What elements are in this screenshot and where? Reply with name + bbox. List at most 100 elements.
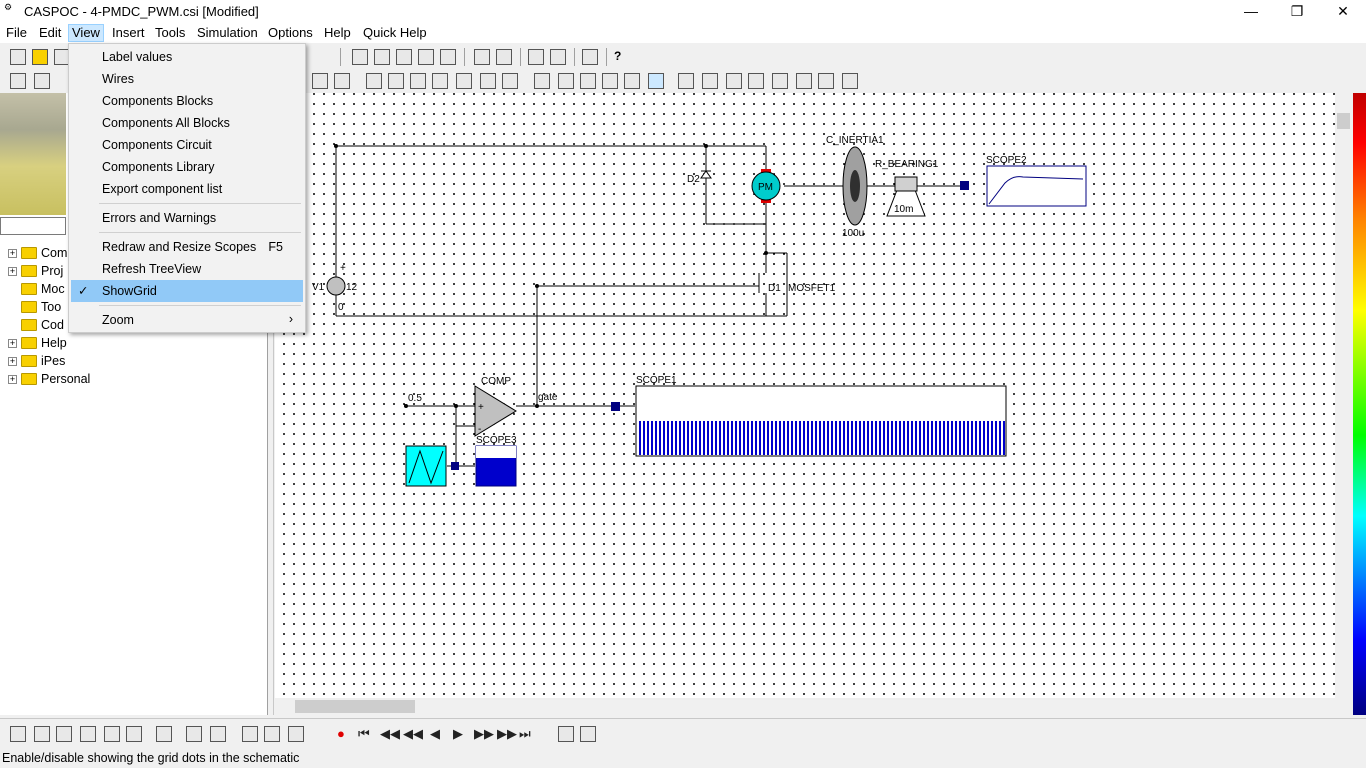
- scroll-thumb[interactable]: [1337, 113, 1350, 129]
- expand-icon[interactable]: +: [8, 247, 17, 258]
- play-icon[interactable]: ▶: [453, 726, 463, 741]
- arrow-icon[interactable]: [474, 49, 490, 65]
- expand-icon[interactable]: +: [8, 265, 17, 276]
- draw-icon[interactable]: [602, 73, 618, 89]
- menu-item-components-library[interactable]: Components Library: [71, 156, 303, 178]
- help-question-icon[interactable]: ?: [614, 49, 622, 63]
- panel-splitter[interactable]: [268, 93, 274, 715]
- tree-item[interactable]: Moc: [21, 280, 65, 298]
- network2-icon[interactable]: [210, 726, 226, 742]
- probe-icon[interactable]: [312, 73, 328, 89]
- table-icon[interactable]: [842, 73, 858, 89]
- menu-quick-help[interactable]: Quick Help: [363, 25, 427, 40]
- refresh-g-icon[interactable]: [156, 726, 172, 742]
- menu-item-zoom[interactable]: Zoom›: [71, 309, 303, 331]
- last-icon[interactable]: ⏭: [519, 726, 531, 741]
- expand-icon[interactable]: +: [8, 337, 17, 348]
- menu-item-components-blocks[interactable]: Components Blocks: [71, 90, 303, 112]
- abc-check-icon[interactable]: [288, 726, 304, 742]
- tree-item[interactable]: +Personal: [8, 370, 90, 388]
- node-icon[interactable]: [388, 73, 404, 89]
- list-tree-icon[interactable]: [418, 49, 434, 65]
- menu-help[interactable]: Help: [324, 25, 351, 40]
- grid-icon[interactable]: [558, 73, 574, 89]
- rewind-icon[interactable]: ◀◀: [380, 726, 400, 741]
- menu-item-components-all-blocks[interactable]: Components All Blocks: [71, 112, 303, 134]
- counter-icon[interactable]: [56, 726, 72, 742]
- horizontal-scrollbar[interactable]: [275, 698, 1335, 715]
- first-icon[interactable]: ⏮: [358, 726, 370, 741]
- menu-edit[interactable]: Edit: [39, 25, 62, 40]
- chip-icon[interactable]: [104, 726, 120, 742]
- ic-icon[interactable]: [496, 49, 512, 65]
- menu-item-showgrid[interactable]: ✓ShowGrid: [71, 280, 303, 302]
- menu-item-refresh-treeview[interactable]: Refresh TreeView: [71, 258, 303, 280]
- photo-icon[interactable]: [264, 726, 280, 742]
- menu-item-components-circuit[interactable]: Components Circuit: [71, 134, 303, 156]
- hand-icon[interactable]: [352, 49, 368, 65]
- chip3-icon[interactable]: [818, 73, 834, 89]
- menu-options[interactable]: Options: [268, 25, 313, 40]
- expand-icon[interactable]: +: [8, 373, 17, 384]
- chip-icon[interactable]: [772, 73, 788, 89]
- tree-item[interactable]: +iPes: [8, 352, 65, 370]
- fast-forward-icon[interactable]: ▶▶: [474, 726, 494, 741]
- plot-icon[interactable]: [374, 49, 390, 65]
- copy-windows-icon[interactable]: [580, 726, 596, 742]
- cross-icon[interactable]: [534, 73, 550, 89]
- target-icon[interactable]: [678, 73, 694, 89]
- label-abc-icon[interactable]: [334, 73, 350, 89]
- menu-file[interactable]: File: [6, 25, 27, 40]
- tree-item[interactable]: +Help: [8, 334, 67, 352]
- menu-item-export-component-list[interactable]: Export component list: [71, 178, 303, 200]
- tree-item[interactable]: Cod: [21, 316, 64, 334]
- number-123-icon[interactable]: [480, 73, 496, 89]
- tree-item[interactable]: Too: [21, 298, 61, 316]
- report-icon[interactable]: [34, 726, 50, 742]
- expand-icon[interactable]: +: [8, 355, 17, 366]
- menu-simulation[interactable]: Simulation: [197, 25, 258, 40]
- download-icon[interactable]: [126, 726, 142, 742]
- grid-view-icon[interactable]: [80, 726, 96, 742]
- align-icon[interactable]: [748, 73, 764, 89]
- wire-icon[interactable]: [432, 73, 448, 89]
- new-file-icon[interactable]: [10, 49, 26, 65]
- component-icon[interactable]: [366, 73, 382, 89]
- tool-icon[interactable]: [502, 73, 518, 89]
- network-icon[interactable]: [582, 49, 598, 65]
- schematic-canvas[interactable]: V1 12 + 0 D2 PM C_INERTIA1 100u R_BEARIN…: [275, 93, 1335, 698]
- zoom-100-icon[interactable]: [10, 73, 26, 89]
- copy-icon[interactable]: [726, 73, 742, 89]
- chart-icon[interactable]: [10, 726, 26, 742]
- network-icon[interactable]: [186, 726, 202, 742]
- build-icon[interactable]: [528, 49, 544, 65]
- tree-item[interactable]: +Proj: [8, 262, 63, 280]
- scroll-thumb[interactable]: [295, 700, 415, 713]
- record-icon[interactable]: ●: [337, 726, 345, 741]
- search-input[interactable]: [0, 217, 66, 235]
- maximize-button[interactable]: ❐: [1290, 3, 1304, 19]
- back-icon[interactable]: ◀◀: [403, 726, 423, 741]
- arrow-right-icon[interactable]: [410, 73, 426, 89]
- windows-icon[interactable]: [558, 726, 574, 742]
- bars-icon[interactable]: [624, 73, 640, 89]
- menu-item-errors-warnings[interactable]: Errors and Warnings: [71, 207, 303, 229]
- block-icon[interactable]: [456, 73, 472, 89]
- vertical-scrollbar[interactable]: [1335, 93, 1352, 698]
- tree-item[interactable]: +Com: [8, 244, 67, 262]
- chip2-icon[interactable]: [796, 73, 812, 89]
- menu-tools[interactable]: Tools: [155, 25, 186, 40]
- clock-icon[interactable]: [580, 73, 596, 89]
- scope-icon[interactable]: [648, 73, 664, 89]
- menu-insert[interactable]: Insert: [112, 25, 145, 40]
- menu-item-label-values[interactable]: Label values: [71, 46, 303, 68]
- minimize-button[interactable]: —: [1244, 3, 1258, 19]
- list-icon[interactable]: [396, 49, 412, 65]
- open-folder-icon[interactable]: [32, 49, 48, 65]
- list-detail-icon[interactable]: [440, 49, 456, 65]
- menu-view[interactable]: View: [68, 24, 104, 42]
- close-button[interactable]: ✕: [1337, 3, 1349, 19]
- menu-item-wires[interactable]: Wires: [71, 68, 303, 90]
- export-icon[interactable]: [550, 49, 566, 65]
